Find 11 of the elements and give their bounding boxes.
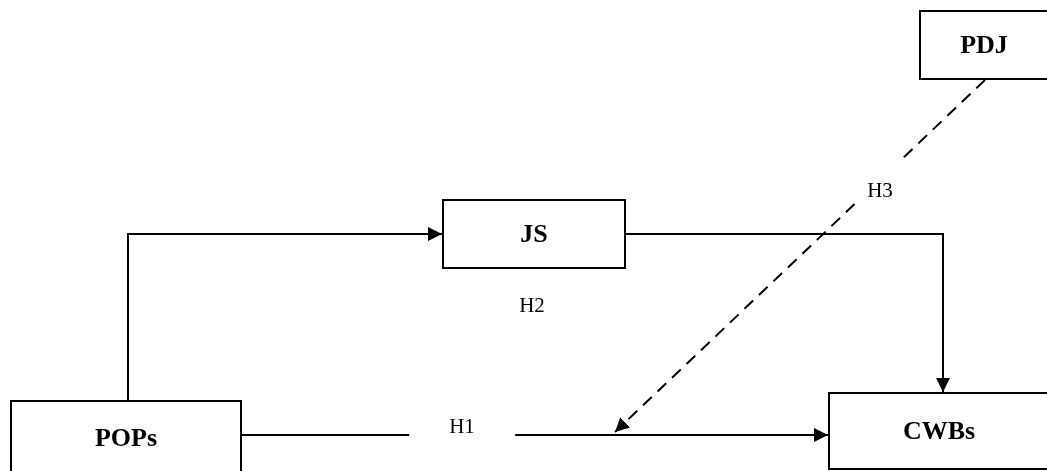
node-label: PDJ xyxy=(960,30,1008,60)
node-label: CWBs xyxy=(902,416,976,446)
variable-box xyxy=(828,392,1047,470)
variable-box xyxy=(919,10,1047,80)
arrow xyxy=(625,233,950,393)
arrow xyxy=(127,227,443,401)
dashed-arrow xyxy=(614,79,986,433)
variable-box xyxy=(442,199,626,269)
node-label: JS xyxy=(520,219,548,249)
variable-box xyxy=(10,400,242,471)
node-label: POPs xyxy=(94,422,158,453)
